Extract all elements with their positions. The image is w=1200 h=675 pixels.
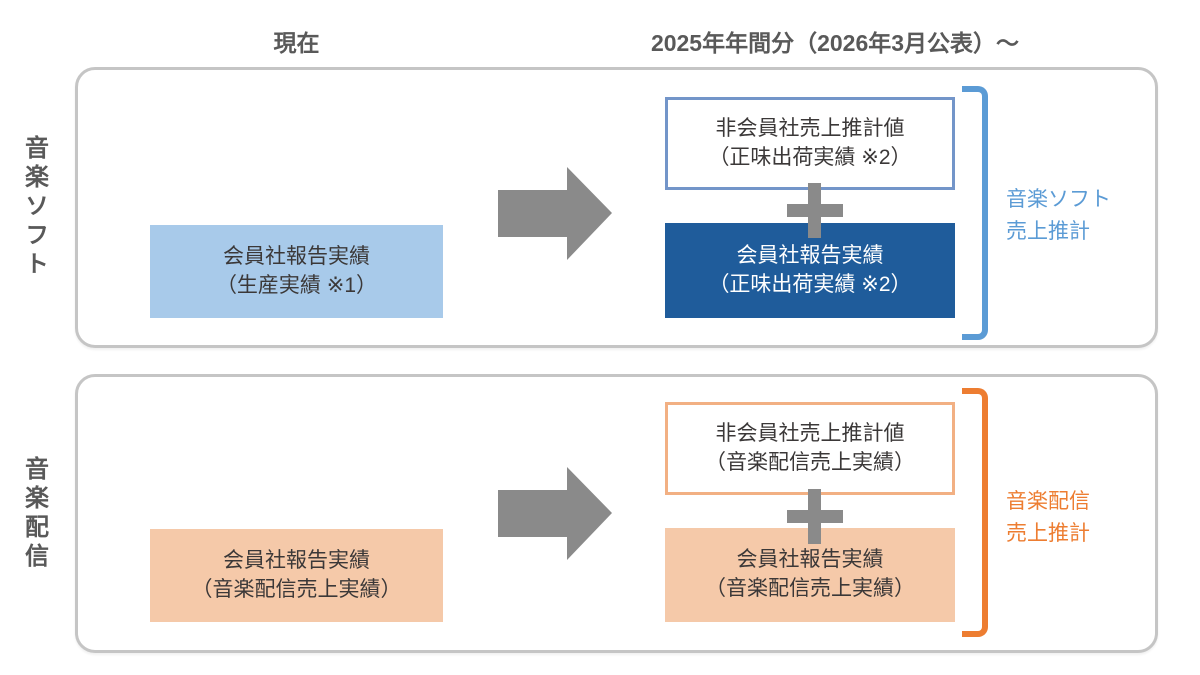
arrow-head xyxy=(567,467,612,560)
box-line: 非会員社売上推計値 xyxy=(715,116,905,140)
bracket-music-distribution xyxy=(962,388,988,637)
right-arrow-icon xyxy=(498,467,612,560)
box-line: 会員社報告実績 xyxy=(223,244,370,268)
box-line: 非会員社売上推計値 xyxy=(715,421,905,445)
box-line: 会員社報告実績 xyxy=(736,243,884,267)
side-label-music-software: 音楽ソフト xyxy=(20,135,48,280)
plus-bar-vertical xyxy=(808,183,821,238)
box-line: （正味出荷実績 ※2） xyxy=(708,272,912,296)
side-label-music-distribution: 音楽配信 xyxy=(20,455,48,572)
box-line: （音楽配信売上実績） xyxy=(191,577,402,601)
plus-icon xyxy=(787,183,843,238)
box-member-report-production: 会員社報告実績 （生産実績 ※1） xyxy=(150,225,443,318)
box-nonmember-estimate-shipment: 非会員社売上推計値 （正味出荷実績 ※2） xyxy=(665,97,955,190)
box-line: （生産実績 ※1） xyxy=(215,273,378,297)
box-member-report-distribution-current: 会員社報告実績 （音楽配信売上実績） xyxy=(150,529,443,622)
plus-icon xyxy=(787,489,843,544)
result-label-line: 音楽配信 xyxy=(1006,490,1090,513)
box-line: （音楽配信売上実績） xyxy=(705,450,915,474)
arrow-shaft xyxy=(498,490,568,537)
right-arrow-icon xyxy=(498,167,612,260)
box-line: 会員社報告実績 xyxy=(736,548,884,572)
box-line: （音楽配信売上実績） xyxy=(705,577,915,600)
bracket-music-software xyxy=(962,86,988,340)
arrow-head xyxy=(567,167,612,260)
box-line: （正味出荷実績 ※2） xyxy=(708,145,912,169)
box-nonmember-estimate-distribution: 非会員社売上推計値 （音楽配信売上実績） xyxy=(665,402,955,495)
result-label-music-software: 音楽ソフト 売上推計 xyxy=(1006,184,1146,247)
result-label-line: 売上推計 xyxy=(1006,219,1090,243)
result-label-music-distribution: 音楽配信 売上推計 xyxy=(1006,486,1146,549)
box-member-report-shipment: 会員社報告実績 （正味出荷実績 ※2） xyxy=(665,223,955,318)
result-label-line: 売上推計 xyxy=(1006,521,1090,545)
column-header-current: 現在 xyxy=(273,30,320,56)
arrow-shaft xyxy=(498,190,568,237)
column-header-2025: 2025年年間分（2026年3月公表）～ xyxy=(650,30,1020,56)
box-line: 会員社報告実績 xyxy=(223,548,370,572)
plus-bar-vertical xyxy=(808,489,821,544)
box-member-report-distribution: 会員社報告実績 （音楽配信売上実績） xyxy=(665,528,955,622)
result-label-line: 音楽ソフト xyxy=(1006,188,1111,211)
